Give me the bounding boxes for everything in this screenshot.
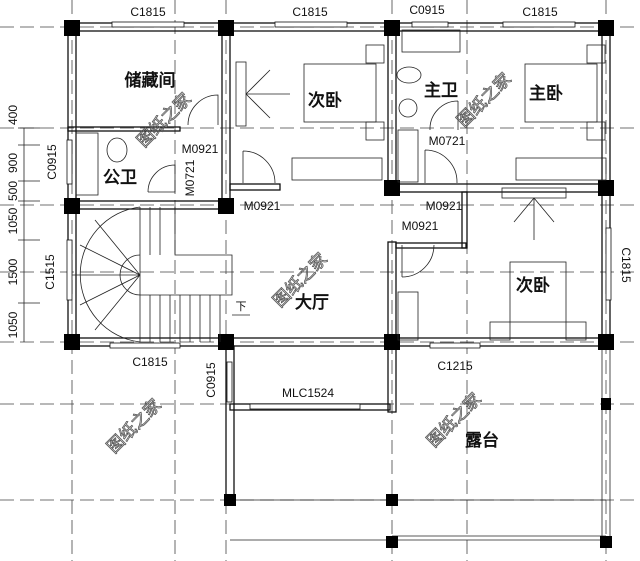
room-label-second-bedroom-2: 次卧 [516, 275, 550, 296]
dimension-label: 500 [6, 181, 20, 201]
doors [147, 94, 459, 278]
watermark: 图纸之家 [453, 69, 515, 131]
columns [64, 20, 614, 548]
room-label-storage: 储藏间 [125, 70, 176, 91]
door-label: M0921 [402, 219, 439, 233]
dimension-label: 1050 [6, 207, 20, 234]
room-label-second-bedroom-1: 次卧 [308, 90, 342, 111]
dimension-label: 1050 [6, 311, 20, 338]
watermark: 图纸之家 [103, 395, 165, 457]
furniture [75, 29, 607, 341]
window-label: C1815 [292, 5, 328, 19]
door-label: M0721 [183, 159, 197, 196]
room-label-master-bedroom: 主卧 [529, 83, 563, 104]
window-label: C1815 [522, 5, 558, 19]
door-label: M0921 [426, 199, 463, 213]
dimension-chain: 400 900 500 1050 1500 1050 [6, 105, 40, 342]
room-label-hall: 大厅 [295, 292, 329, 313]
window-label: C0915 [204, 362, 218, 398]
room-label-master-bath: 主卫 [424, 80, 458, 101]
door-label: M0921 [182, 142, 219, 156]
window-label: C1515 [43, 254, 57, 290]
stair-down-label: 下 [236, 300, 247, 313]
room-label-public-bath: 公卫 [103, 168, 137, 188]
windows [66, 21, 612, 410]
room-label-terrace: 露台 [465, 430, 499, 451]
stair: 下 [72, 206, 250, 343]
dimension-label: 400 [6, 105, 20, 125]
window-label: C0915 [45, 144, 59, 180]
window-label: C0915 [409, 3, 445, 17]
window-label: C1815 [130, 5, 166, 19]
door-label: M0721 [429, 134, 466, 148]
sliding-door-label: MLC1524 [282, 386, 334, 400]
window-label: C1215 [437, 359, 473, 373]
dimension-label: 900 [6, 153, 20, 173]
window-label: C1815 [619, 247, 633, 283]
window-label: C1815 [132, 355, 168, 369]
dimension-label: 1500 [6, 258, 20, 285]
door-label: M0921 [244, 199, 281, 213]
